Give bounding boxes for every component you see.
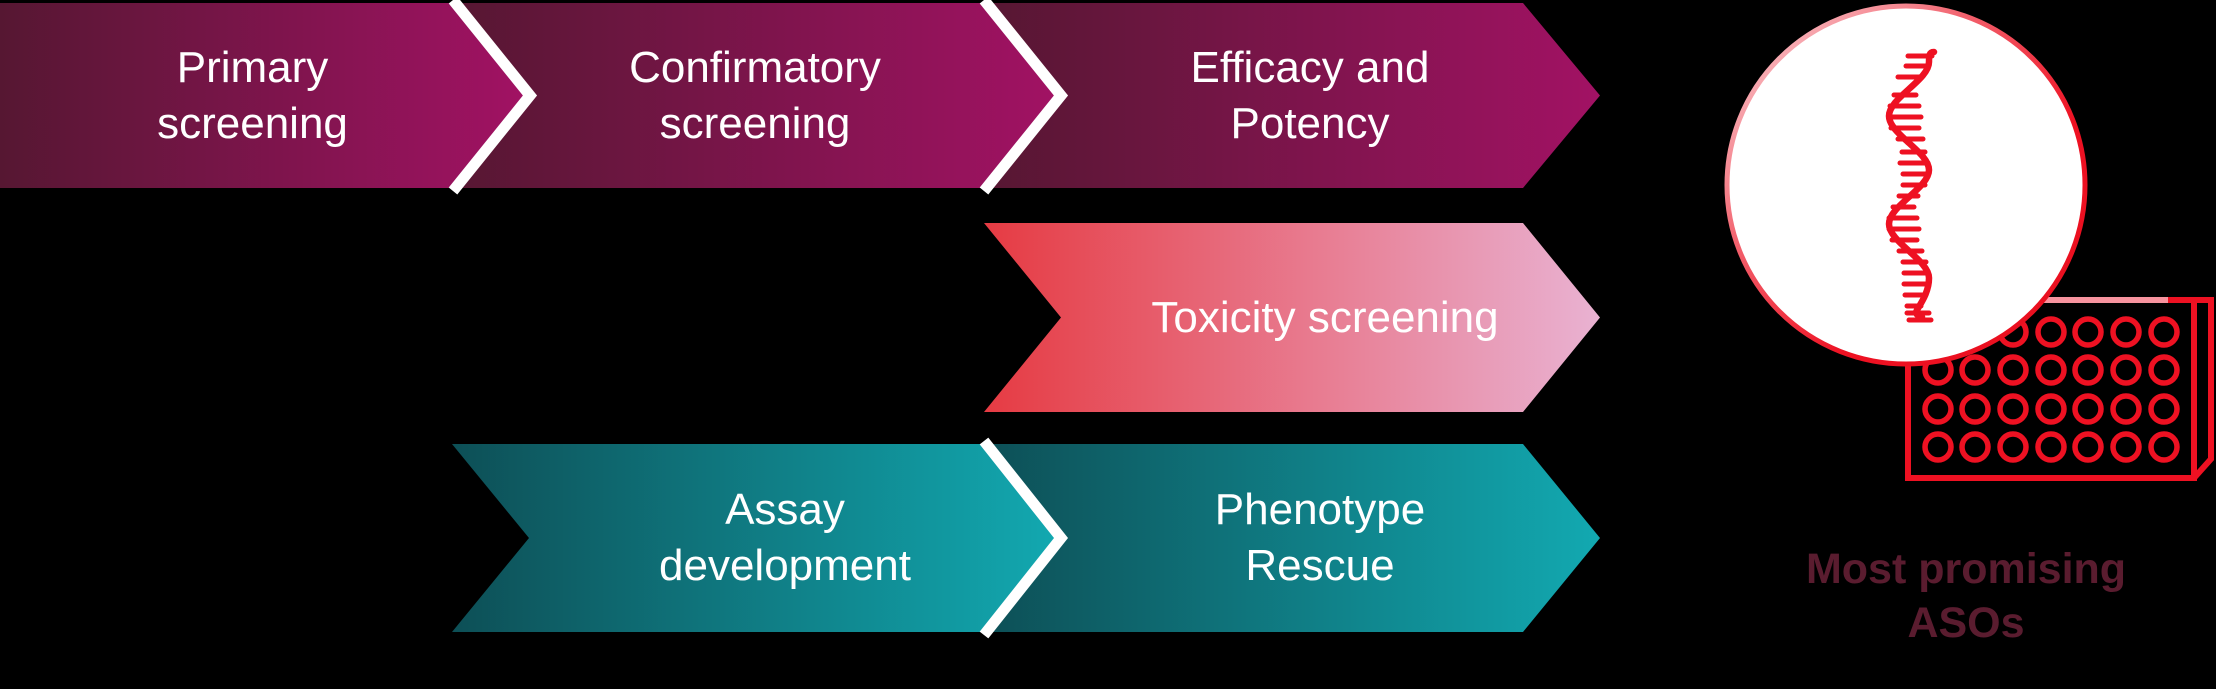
step-arrow-primary-screening <box>0 3 530 188</box>
well <box>1959 354 1991 386</box>
base-pair-rungs <box>1886 53 1935 323</box>
well <box>1997 393 2029 425</box>
well <box>2148 393 2180 425</box>
well <box>1959 393 1991 425</box>
well <box>2072 316 2104 348</box>
step-arrow-toxicity-screening <box>984 223 1600 412</box>
well <box>2148 316 2180 348</box>
step-arrow-efficacy-potency <box>984 3 1600 188</box>
well <box>2072 354 2104 386</box>
well <box>2035 316 2067 348</box>
step-arrow-confirmatory-screening <box>453 3 1061 188</box>
well <box>1922 431 1954 463</box>
well <box>1959 431 1991 463</box>
result-caption: Most promising ASOs <box>1805 545 2127 647</box>
step-arrow-phenotype-rescue <box>984 444 1600 632</box>
well <box>2148 431 2180 463</box>
aso-strand-icon <box>1885 48 1938 323</box>
microplate-icon <box>1905 297 2214 481</box>
well <box>2035 393 2067 425</box>
well <box>1997 354 2029 386</box>
well <box>1997 431 2029 463</box>
step-arrow-assay-development <box>452 444 1061 632</box>
well <box>2110 431 2142 463</box>
well <box>2035 354 2067 386</box>
well <box>2035 431 2067 463</box>
well <box>2110 316 2142 348</box>
well <box>2110 354 2142 386</box>
well <box>2072 393 2104 425</box>
microplate-side <box>2191 297 2214 481</box>
well <box>2148 354 2180 386</box>
well <box>2110 393 2142 425</box>
separator-chevron <box>979 437 1069 639</box>
well <box>2072 431 2104 463</box>
well <box>1922 393 1954 425</box>
separator-chevron <box>448 0 538 195</box>
separator-chevron <box>979 0 1069 195</box>
